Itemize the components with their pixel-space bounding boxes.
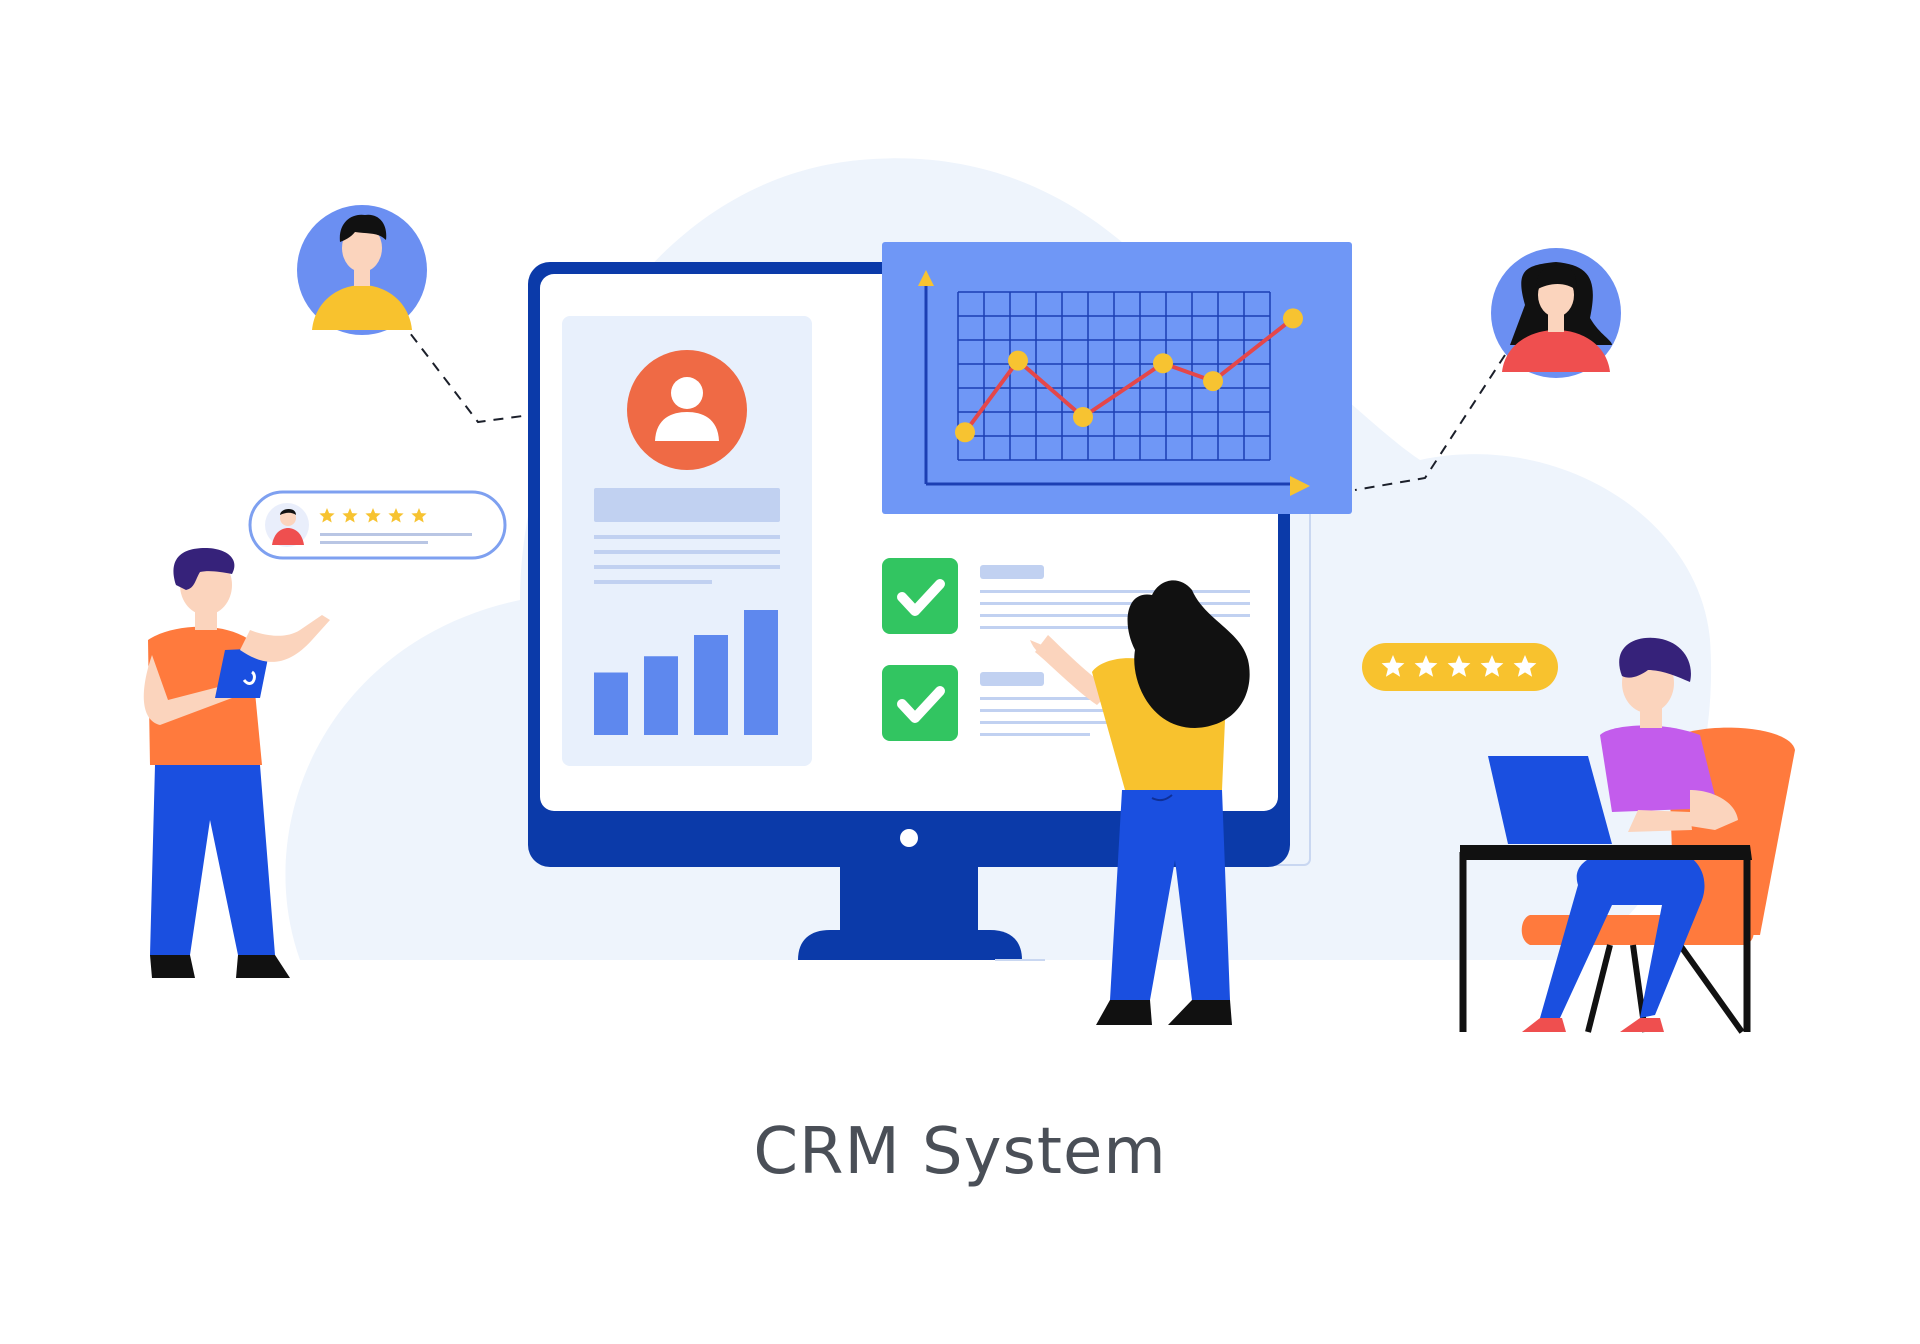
arrow-up-icon	[918, 270, 934, 286]
man-with-tablet	[143, 548, 330, 978]
checkbox-1	[882, 558, 958, 634]
chart-point	[1153, 353, 1173, 374]
check-icon	[897, 686, 945, 723]
chart-point	[1073, 407, 1093, 427]
star-icon	[1414, 655, 1438, 677]
star-icon	[365, 508, 381, 523]
star-icon	[411, 508, 427, 523]
checkbox-2	[882, 665, 958, 741]
star-icon	[1447, 655, 1471, 677]
tablet-icon	[215, 648, 270, 698]
laptop-icon	[1488, 756, 1612, 844]
bar	[744, 610, 778, 735]
bar	[694, 635, 728, 735]
line-chart-panel	[882, 242, 1352, 514]
profile-panel	[562, 316, 812, 766]
caption-title: CRM System	[753, 1115, 1167, 1189]
avatar-woman-red	[1491, 248, 1621, 378]
review-stars	[319, 508, 427, 523]
star-icon	[319, 508, 335, 523]
chart-point	[1283, 308, 1303, 329]
bar-chart	[594, 610, 778, 735]
checklist	[882, 558, 1250, 741]
bar	[644, 656, 678, 735]
chart-grid	[957, 291, 1271, 461]
woman-presenting	[1030, 580, 1250, 1025]
star-icon	[1513, 655, 1537, 677]
badge-stars	[1381, 655, 1537, 677]
star-icon	[388, 508, 404, 523]
star-icon	[1480, 655, 1504, 677]
connector-right	[1354, 354, 1506, 491]
chart-points	[955, 308, 1303, 443]
bar	[594, 672, 628, 735]
man-with-laptop	[1459, 637, 1795, 1034]
star-icon	[342, 508, 358, 523]
avatar-man-yellow	[297, 205, 427, 335]
star-icon	[1381, 655, 1405, 677]
rating-badge	[1362, 643, 1558, 691]
chart-point	[955, 422, 975, 443]
monitor-power-light	[900, 829, 918, 847]
chart-point	[1008, 350, 1028, 371]
chart-point	[1203, 371, 1223, 392]
connector-lines	[399, 319, 1506, 491]
connector-left	[399, 319, 531, 424]
review-card	[248, 490, 507, 560]
check-icon	[897, 579, 945, 616]
user-avatar-icon	[627, 350, 747, 470]
chart-line	[963, 316, 1295, 434]
arrow-right-icon	[1290, 476, 1310, 496]
